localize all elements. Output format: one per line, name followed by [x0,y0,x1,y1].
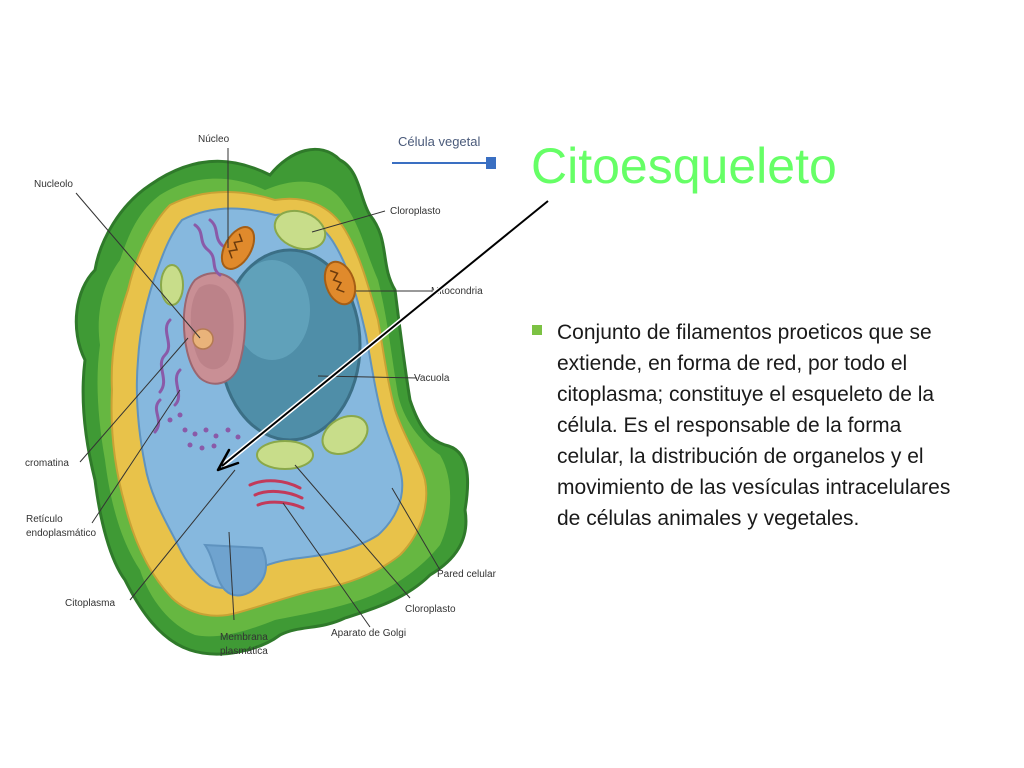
mitochondrion-right [323,260,357,306]
golgi-apparatus [248,479,305,510]
label-cloroplasto-bottom: Cloroplasto [405,604,456,615]
label-mitocondria: Mitocondria [431,286,483,297]
nucleolus [192,328,214,350]
label-aparato-golgi: Aparato de Golgi [331,628,406,639]
bullet-text: Conjunto de filamentos proeticos que se … [557,321,951,530]
label-membrana-line2: plasmática [220,646,268,657]
chromatin-dots [167,412,241,451]
legend-square [486,157,496,169]
endoplasmic-reticulum [153,218,225,434]
label-vacuola: Vacuola [414,373,450,384]
label-cromatina: cromatina [25,458,69,469]
label-reticulo-line1: Retículo [26,514,63,525]
vacuole-shine [234,260,310,360]
label-nucleo: Núcleo [198,134,230,145]
chloroplast-right [321,415,369,455]
chloroplast-left [160,264,184,306]
label-leader-lines [75,148,441,628]
membrane-fold [203,543,268,597]
label-cloroplasto-top: Cloroplasto [390,206,441,217]
slide-title: Citoesqueleto [531,138,837,194]
label-nucleolo: Nucleolo [34,179,73,190]
label-reticulo-line2: endoplasmático [26,528,96,539]
mitochondrion-top [220,226,256,270]
chloroplast-bottom [256,440,314,470]
legend-title: Célula vegetal [398,134,480,149]
label-membrana-line1: Membrana [220,632,268,643]
bullet-square-icon [532,325,542,335]
pointer-arrow [216,199,550,472]
chloroplast-top [273,209,327,251]
label-citoplasma: Citoplasma [65,598,115,609]
label-pared-celular: Pared celular [437,569,497,580]
